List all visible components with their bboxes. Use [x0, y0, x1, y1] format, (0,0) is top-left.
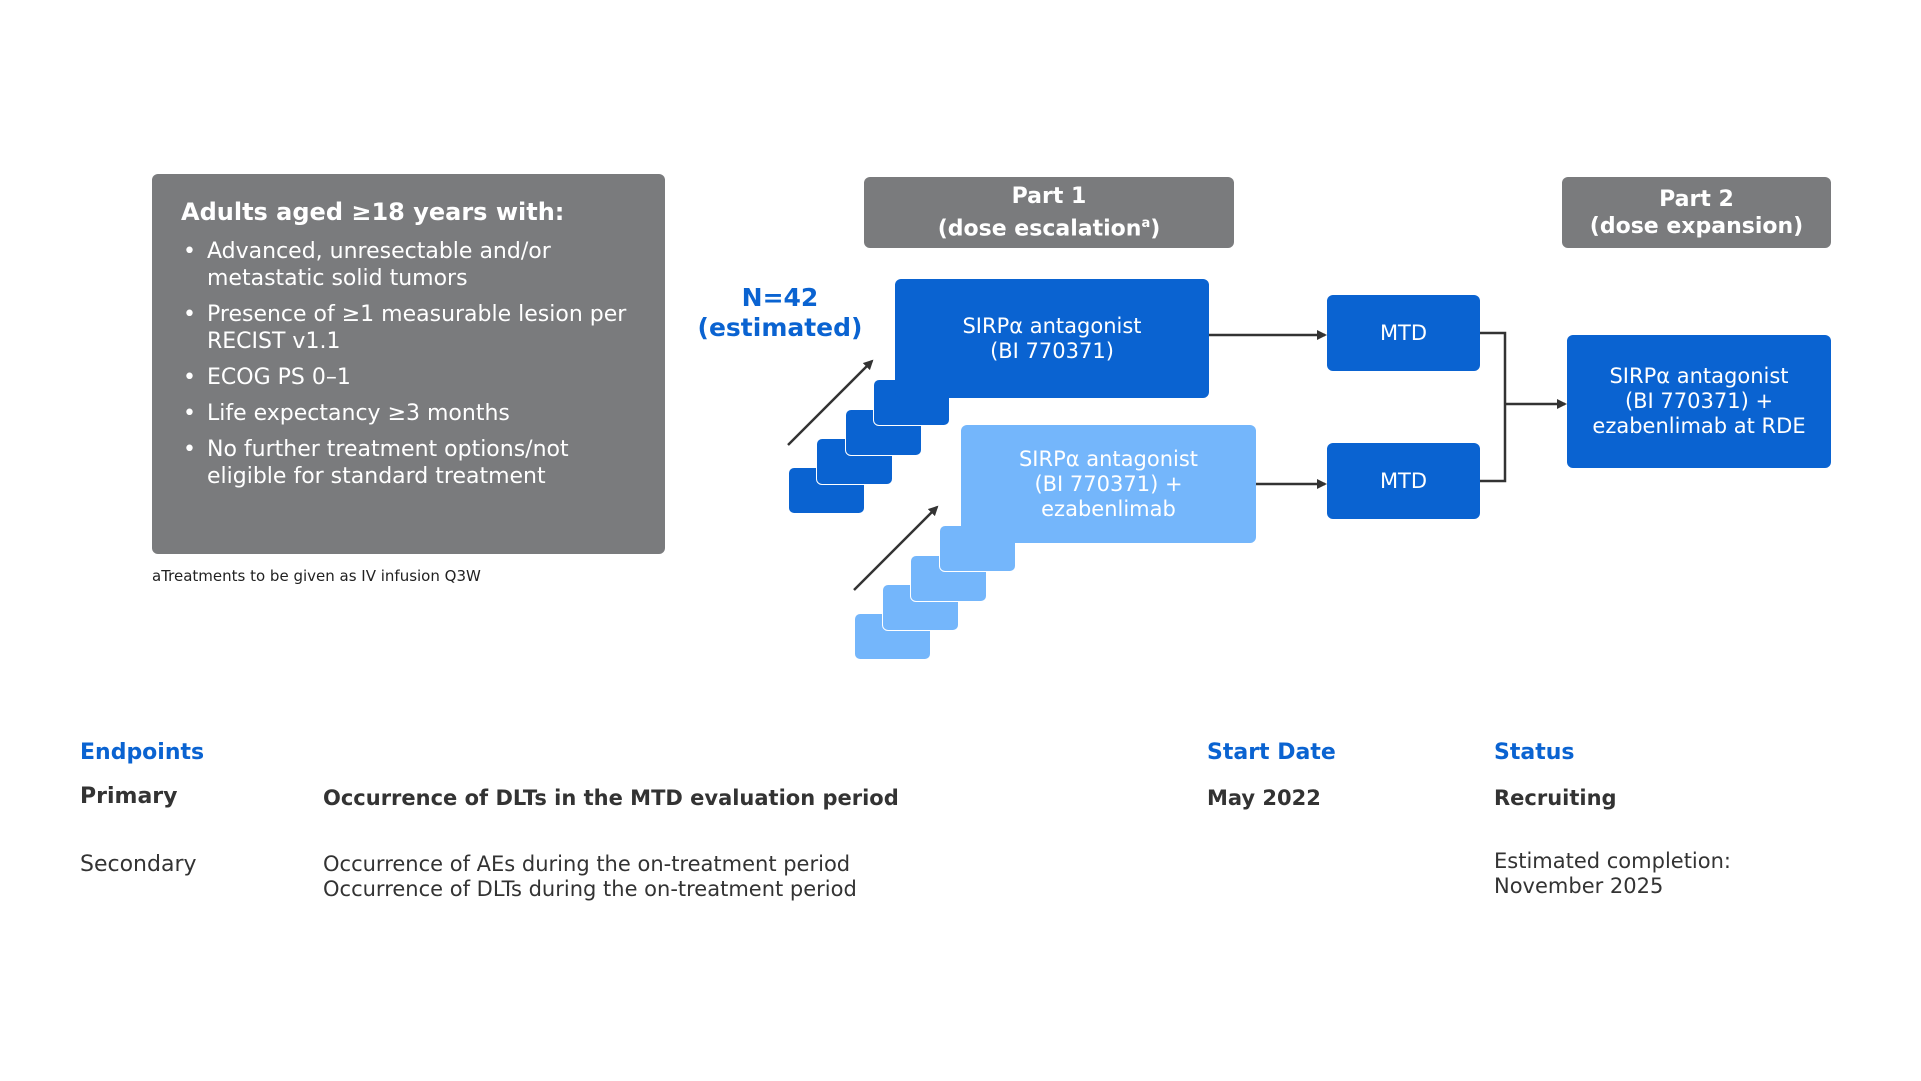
start-date-heading: Start Date [1207, 740, 1336, 765]
part2-header: Part 2 (dose expansion) [1562, 177, 1831, 248]
secondary-endpoint: Occurrence of AEs during the on-treatmen… [323, 852, 851, 876]
part1-subtitle: (dose escalationa) [937, 215, 1161, 242]
enroll-arrow-1 [787, 359, 874, 446]
eligibility-title: Adults aged ≥18 years with: [181, 198, 565, 226]
status-heading: Status [1494, 740, 1575, 765]
secondary-endpoints: Occurrence of AEs during the on-treatmen… [323, 852, 857, 902]
arm2-line3: ezabenlimab [1041, 496, 1176, 521]
arm2-box: SIRPα antagonist (BI 770371) + ezabenlim… [961, 425, 1256, 543]
footnote: aTreatments to be given as IV infusion Q… [152, 567, 481, 585]
arm2-line2: (BI 770371) + [1034, 471, 1183, 496]
part2-title: Part 2 [1659, 186, 1734, 212]
arm1-line2: (BI 770371) [990, 338, 1114, 363]
criterion-text: ECOG PS 0–1 [207, 365, 351, 390]
criterion-item: • Advanced, unresectable and/or metastati… [181, 238, 641, 292]
merge-connector [1480, 331, 1507, 483]
expansion-line2: (BI 770371) + [1624, 389, 1774, 413]
primary-label: Primary [80, 784, 178, 809]
part1-header: Part 1 (dose escalationa) [864, 177, 1234, 248]
eligibility-list: • Advanced, unresectable and/or metastati… [181, 238, 641, 490]
criterion-text: Presence of ≥1 measurable lesion per REC… [207, 302, 627, 354]
status-value: Recruiting [1494, 786, 1617, 810]
expansion-line3: ezabenlimab at RDE [1592, 414, 1806, 438]
arm2-line1: SIRPα antagonist [1018, 446, 1199, 471]
bullet-icon: • [183, 302, 196, 327]
secondary-endpoint: Occurrence of DLTs during the on-treatme… [323, 877, 857, 901]
primary-endpoint: Occurrence of DLTs in the MTD evaluation… [323, 786, 899, 810]
part1-title: Part 1 [1011, 183, 1087, 209]
criterion-item: • Life expectancy ≥3 months [181, 400, 641, 427]
mtd1-box: MTD [1327, 295, 1480, 371]
bullet-icon: • [183, 365, 196, 390]
expansion-line1: SIRPα antagonist [1609, 364, 1789, 388]
enroll-arrow-2 [853, 505, 939, 591]
bullet-icon: • [183, 239, 196, 264]
enrollment-qualifier: (estimated) [697, 313, 863, 342]
arm1-box: SIRPα antagonist (BI 770371) [895, 279, 1209, 398]
criterion-text: Life expectancy ≥3 months [207, 401, 510, 426]
mtd2-box: MTD [1327, 443, 1480, 519]
criterion-item: • No further treatment options/not eligib… [181, 436, 641, 490]
expansion-box: SIRPα antagonist (BI 770371) + ezabenlim… [1567, 335, 1831, 468]
secondary-label: Secondary [80, 852, 197, 877]
start-date-value: May 2022 [1207, 786, 1321, 810]
bullet-icon: • [183, 401, 196, 426]
enrollment-count: N=42 [741, 283, 819, 312]
criterion-text: Advanced, unresectable and/or metastatic… [207, 239, 551, 291]
estimated-completion: Estimated completion: November 2025 [1494, 849, 1731, 899]
bullet-icon: • [183, 437, 196, 462]
criterion-text: No further treatment options/not eligibl… [207, 437, 569, 489]
arm1-line1: SIRPα antagonist [962, 313, 1142, 338]
footnote-marker: a [1141, 215, 1151, 231]
criterion-item: • Presence of ≥1 measurable lesion per RE… [181, 301, 641, 355]
completion-label: Estimated completion: [1494, 849, 1731, 873]
part2-subtitle: (dose expansion) [1589, 213, 1804, 239]
endpoints-heading: Endpoints [80, 740, 205, 765]
eligibility-box: Adults aged ≥18 years with: • Advanced, u… [152, 174, 665, 554]
completion-date: November 2025 [1494, 874, 1664, 898]
enrollment-estimate: N=42 (estimated) [690, 283, 870, 343]
criterion-item: • ECOG PS 0–1 [181, 364, 641, 391]
